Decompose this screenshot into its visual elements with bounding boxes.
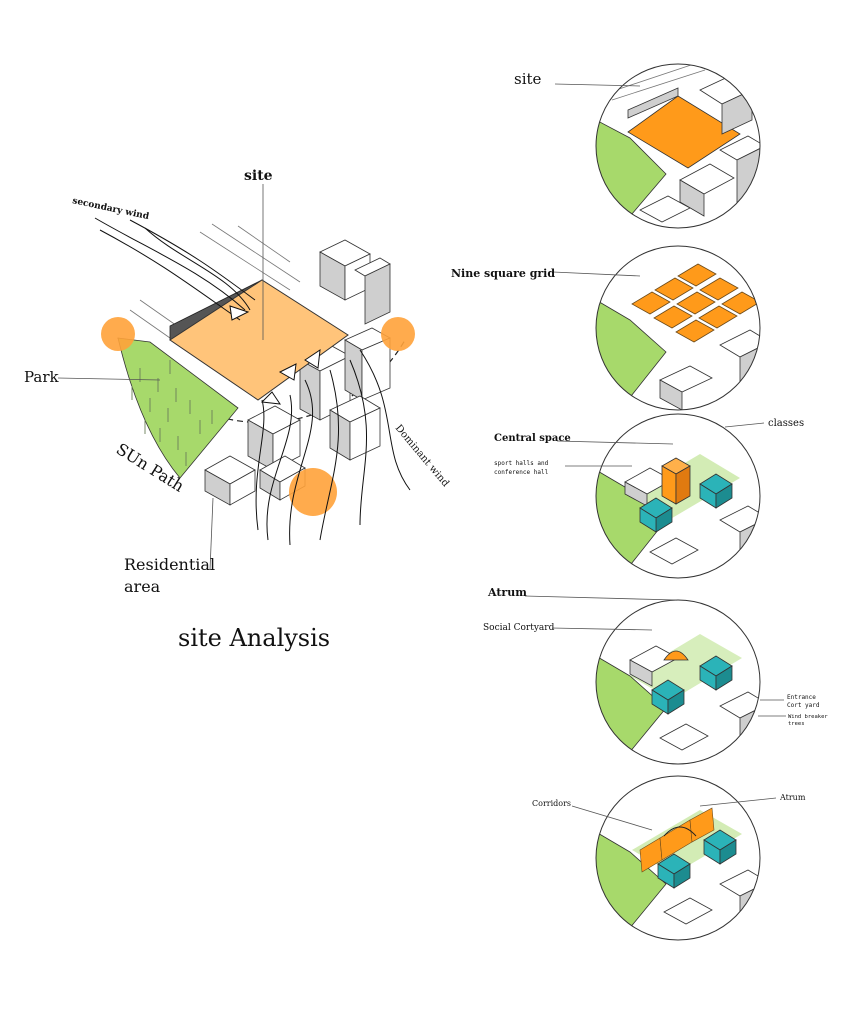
- panel-site-label: site: [514, 70, 542, 88]
- atrium-label-2: Atrum: [779, 793, 806, 802]
- page-title: site Analysis: [178, 624, 330, 652]
- wind-arrow: [260, 391, 282, 405]
- panel-central-space: Central space sport halls and conference…: [494, 413, 804, 579]
- panel-site: site: [514, 63, 761, 229]
- corridor-frames: [639, 807, 715, 873]
- entrance-label: Entrance: [787, 694, 816, 701]
- site-block: [169, 279, 349, 401]
- dominant-wind-lines: [255, 349, 411, 546]
- residential-area-label: Residential: [124, 555, 215, 574]
- panel-corridors: Corridors Atrum: [532, 775, 806, 941]
- sun-circle: [101, 317, 135, 351]
- central-space-label: Central space: [494, 433, 571, 444]
- wind-arrow: [229, 305, 250, 321]
- conference-hall-label: conference hall: [494, 469, 549, 476]
- corridors-label: Corridors: [532, 799, 571, 808]
- residential-area-label-2: area: [124, 577, 161, 596]
- site-plot: [627, 95, 741, 169]
- secondary-wind-label: secondary wind: [71, 196, 150, 222]
- dominant-wind-label: Dominant wind: [393, 423, 452, 490]
- panel-grid-label: Nine square grid: [451, 267, 555, 280]
- classes-label: classes: [768, 418, 804, 429]
- main-site-diagram: site secondary wind Park SUn Path Domina…: [24, 168, 451, 652]
- wind-arrow: [304, 348, 321, 369]
- wind-breaker-label: Wind breaker: [788, 714, 828, 720]
- central-tower-right: [675, 465, 691, 505]
- wind-arrow: [278, 363, 297, 381]
- secondary-wind-lines: [94, 217, 256, 321]
- panel-atrium: Atrum Social Cortyard Entrance Cort yard…: [483, 586, 828, 765]
- trees-label: trees: [788, 721, 805, 727]
- grid-blocks: [631, 263, 760, 343]
- surrounding-buildings: [204, 239, 391, 506]
- panel-nine-square-grid: Nine square grid: [451, 245, 761, 411]
- sun-circle: [289, 468, 337, 516]
- sun-circle: [381, 317, 415, 351]
- roads: [129, 223, 301, 339]
- park-trees: [131, 360, 213, 466]
- atrium-arch: [663, 650, 689, 661]
- sport-halls-label: sport halls and: [494, 460, 549, 467]
- site-label: site: [244, 168, 273, 184]
- atrium-label: Atrum: [487, 586, 527, 599]
- social-courtyard-label: Social Cortyard: [483, 623, 555, 633]
- park-label: Park: [24, 368, 60, 386]
- park-area: [117, 337, 239, 479]
- courtyard-label: Cort yard: [787, 702, 820, 709]
